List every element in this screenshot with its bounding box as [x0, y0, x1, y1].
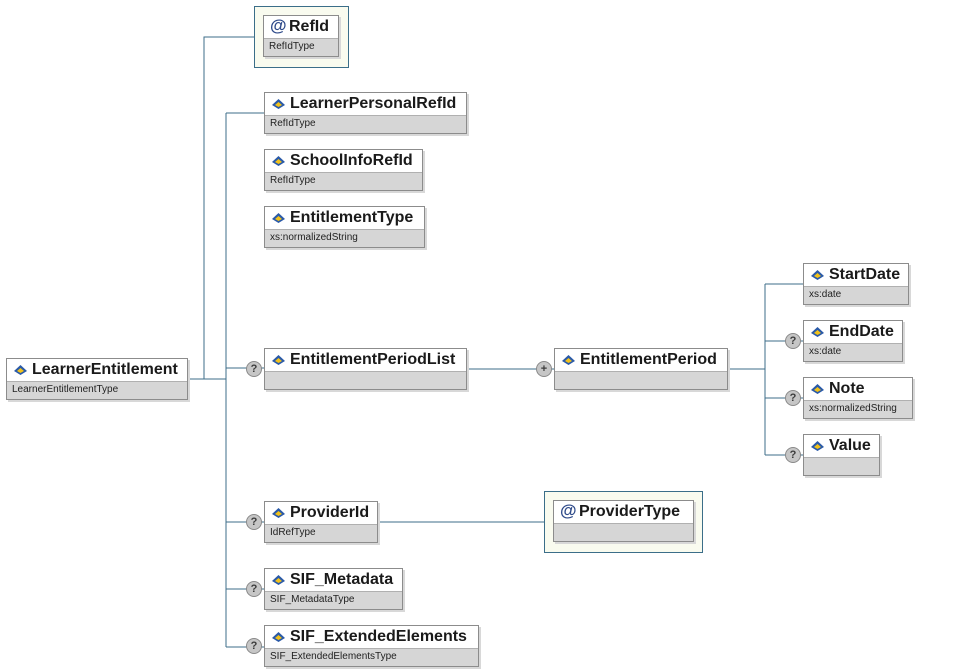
- element-icon: [271, 353, 286, 367]
- element-icon: [271, 97, 286, 111]
- element-name: Value: [829, 437, 871, 454]
- element-type: RefIdType: [270, 118, 316, 129]
- element-icon: [271, 154, 286, 168]
- attribute-name: ProviderType: [579, 503, 681, 520]
- entitlement-type-node[interactable]: EntitlementType xs:normalizedString: [264, 206, 425, 248]
- entitlement-period-list-node[interactable]: EntitlementPeriodList: [264, 348, 467, 390]
- end-date-node[interactable]: EndDate xs:date: [803, 320, 903, 362]
- element-type: xs:date: [809, 289, 842, 300]
- element-name: LearnerEntitlement: [32, 361, 178, 378]
- sif-metadata-node[interactable]: SIF_Metadata SIF_MetadataType: [264, 568, 403, 610]
- element-name: EndDate: [829, 323, 894, 340]
- attribute-icon: @: [560, 501, 577, 520]
- element-icon: [561, 353, 576, 367]
- value-node[interactable]: Value: [803, 434, 880, 476]
- attribute-name: RefId: [289, 18, 329, 35]
- note-node[interactable]: Note xs:normalizedString: [803, 377, 913, 419]
- element-icon: [271, 630, 286, 644]
- element-name: ProviderId: [290, 504, 370, 521]
- start-date-node[interactable]: StartDate xs:date: [803, 263, 909, 305]
- element-icon: [13, 363, 28, 377]
- attribute-icon: @: [270, 16, 287, 35]
- element-name: SIF_Metadata: [290, 571, 394, 588]
- element-icon: [810, 325, 825, 339]
- element-name: EntitlementType: [290, 209, 414, 226]
- provider-type-attribute-node[interactable]: @ProviderType: [553, 500, 694, 542]
- optional-badge: ?: [246, 361, 262, 377]
- element-icon: [271, 573, 286, 587]
- element-name: Note: [829, 380, 865, 397]
- element-type: xs:date: [809, 346, 842, 357]
- element-icon: [271, 506, 286, 520]
- refid-attribute-group: @RefId RefIdType: [254, 6, 349, 68]
- element-icon: [271, 211, 286, 225]
- element-type: SIF_MetadataType: [270, 594, 355, 605]
- attribute-type: RefIdType: [269, 41, 315, 52]
- element-type: xs:normalizedString: [809, 403, 897, 414]
- element-name: SchoolInfoRefId: [290, 152, 413, 169]
- school-info-refid-node[interactable]: SchoolInfoRefId RefIdType: [264, 149, 423, 191]
- optional-badge: ?: [785, 447, 801, 463]
- element-icon: [810, 439, 825, 453]
- refid-attribute-node[interactable]: @RefId RefIdType: [263, 15, 339, 57]
- element-name: LearnerPersonalRefId: [290, 95, 457, 112]
- sif-extended-elements-node[interactable]: SIF_ExtendedElements SIF_ExtendedElement…: [264, 625, 479, 667]
- element-type: SIF_ExtendedElementsType: [270, 651, 397, 662]
- element-name: SIF_ExtendedElements: [290, 628, 467, 645]
- element-name: EntitlementPeriodList: [290, 351, 456, 368]
- optional-badge: ?: [246, 581, 262, 597]
- provider-type-attribute-group: @ProviderType: [544, 491, 703, 553]
- optional-badge: ?: [785, 390, 801, 406]
- optional-badge: ?: [246, 638, 262, 654]
- optional-badge: ?: [785, 333, 801, 349]
- element-type: LearnerEntitlementType: [12, 384, 119, 395]
- element-name: StartDate: [829, 266, 901, 283]
- element-icon: [810, 382, 825, 396]
- element-icon: [810, 268, 825, 282]
- provider-id-node[interactable]: ProviderId IdRefType: [264, 501, 378, 543]
- entitlement-period-node[interactable]: EntitlementPeriod: [554, 348, 728, 390]
- element-type: xs:normalizedString: [270, 232, 358, 243]
- learner-personal-refid-node[interactable]: LearnerPersonalRefId RefIdType: [264, 92, 467, 134]
- element-type: RefIdType: [270, 175, 316, 186]
- element-type: IdRefType: [270, 527, 316, 538]
- learner-entitlement-node[interactable]: LearnerEntitlement LearnerEntitlementTyp…: [6, 358, 188, 400]
- optional-badge: ?: [246, 514, 262, 530]
- element-name: EntitlementPeriod: [580, 351, 717, 368]
- repeating-badge: +: [536, 361, 552, 377]
